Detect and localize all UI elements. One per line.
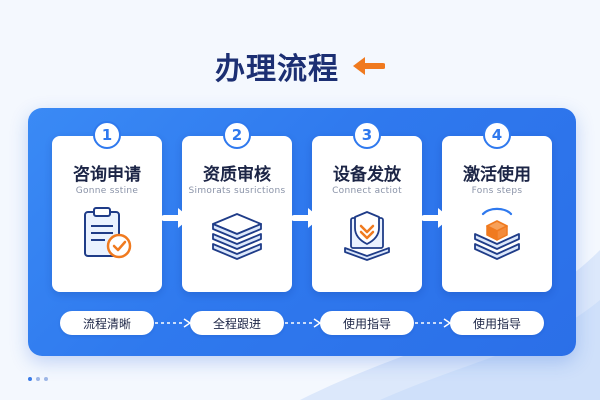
step-number-badge-2: 2 bbox=[223, 121, 251, 149]
step-number-badge-4: 4 bbox=[483, 121, 511, 149]
step-title: 咨询申请 bbox=[73, 165, 141, 185]
header: 办理流程 bbox=[0, 44, 600, 88]
pagination-dot-active[interactable] bbox=[28, 377, 32, 381]
step-card-1: 咨询申请 Gonne sstine bbox=[52, 136, 162, 292]
feature-pill-2: 全程跟进 bbox=[190, 311, 284, 335]
page-title: 办理流程 bbox=[215, 52, 339, 87]
step-card-4: 激活使用 Fons steps bbox=[442, 136, 552, 292]
step-subtitle: Fons steps bbox=[471, 186, 523, 196]
dashed-arrow-icon bbox=[155, 318, 192, 328]
arrow-left-icon bbox=[353, 57, 385, 75]
dashed-arrow-icon bbox=[285, 318, 322, 328]
arrow-right-icon bbox=[422, 208, 450, 228]
step-subtitle: Connect actiot bbox=[332, 186, 402, 196]
step-card-3: 设备发放 Connect actiot bbox=[312, 136, 422, 292]
step-card-2: 资质审核 Simorats susrictions bbox=[182, 136, 292, 292]
arrow-right-icon bbox=[162, 208, 190, 228]
shield-device-icon bbox=[344, 211, 390, 261]
dashed-arrow-icon bbox=[415, 318, 452, 328]
step-number-badge-3: 3 bbox=[353, 121, 381, 149]
layers-stack-icon bbox=[212, 213, 262, 260]
pagination-dot[interactable] bbox=[36, 377, 40, 381]
step-subtitle: Simorats susrictions bbox=[188, 186, 286, 196]
feature-pill-3: 使用指导 bbox=[320, 311, 414, 335]
step-title: 设备发放 bbox=[333, 165, 401, 185]
step-number-badge-1: 1 bbox=[93, 121, 121, 149]
activation-box-icon bbox=[474, 207, 520, 260]
step-title: 激活使用 bbox=[463, 165, 531, 185]
clipboard-check-icon bbox=[84, 207, 132, 259]
arrow-right-icon bbox=[292, 208, 320, 228]
step-subtitle: Gonne sstine bbox=[75, 186, 139, 196]
feature-pill-4: 使用指导 bbox=[450, 311, 544, 335]
pagination-dot[interactable] bbox=[44, 377, 48, 381]
feature-pill-1: 流程清晰 bbox=[60, 311, 154, 335]
pagination-dots bbox=[28, 377, 48, 381]
step-title: 资质审核 bbox=[203, 165, 271, 185]
